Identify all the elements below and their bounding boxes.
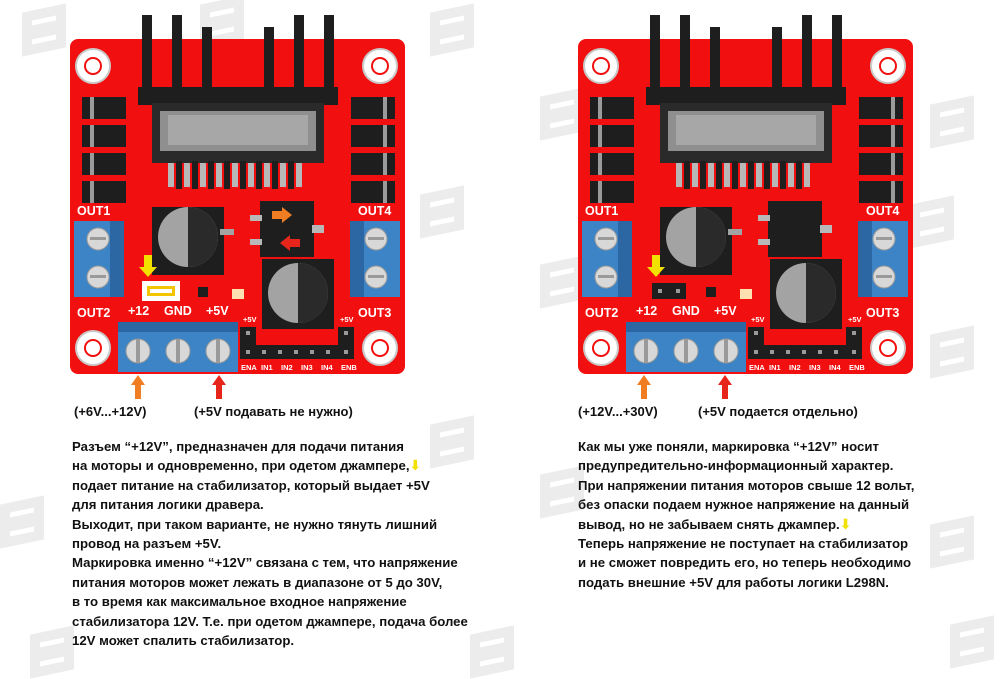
mounting-hole: [583, 48, 906, 366]
label-in2: IN2: [281, 363, 293, 372]
regulator-78m05: [250, 201, 324, 257]
arrow-yellow-icon: [647, 255, 665, 277]
heatsink: [138, 15, 338, 105]
text-line: предупредительно-информационный характер…: [578, 458, 894, 474]
caption-voltage-left: (+6V...+12V): [74, 404, 147, 419]
pin-header: [240, 327, 354, 359]
board-left: OUT1 OUT4 OUT2 OUT3: [70, 15, 405, 374]
arrow-down-icon: ⬇: [839, 515, 852, 532]
label-in4: IN4: [829, 363, 842, 372]
label-in4: IN4: [321, 363, 334, 372]
label-out4: OUT4: [358, 204, 391, 218]
l298n-chip: [660, 103, 832, 189]
description-left: Разъем “+12V”, предназначен для подачи п…: [72, 437, 468, 650]
label-out1: OUT1: [77, 204, 110, 218]
heatsink: [646, 15, 846, 105]
caption-5v-left: (+5V подавать не нужно): [194, 404, 353, 419]
capacitor-1: [660, 207, 742, 275]
label-ena: ENA: [749, 363, 765, 372]
arrow-down-icon: ⬇: [409, 457, 422, 474]
l298n-chip: [152, 103, 324, 189]
text-line: стабилизатора 12V. Т.е. при одетом джамп…: [72, 613, 468, 629]
mounting-hole: [75, 48, 398, 366]
text-line: 12V может спалить стабилизатор.: [72, 633, 295, 649]
label-enb: ENB: [341, 363, 357, 372]
text-line: Разъем “+12V”, предназначен для подачи п…: [72, 439, 404, 454]
arrow-yellow-icon: [139, 255, 157, 277]
label-in1: IN1: [769, 363, 781, 372]
board-right: OUT1 OUT4 OUT2 OUT3 +12 GND +5V: [578, 15, 913, 374]
text-line: и не сможет повредить его, но теперь нео…: [578, 555, 912, 571]
label-12v: +12: [128, 304, 149, 318]
label-ena: ENA: [241, 363, 257, 372]
text-line: для питания логики дравера.: [72, 497, 264, 513]
label-out3: OUT3: [358, 306, 391, 320]
text-line: Теперь напряжение не поступает на стабил…: [578, 536, 909, 552]
label-gnd: GND: [672, 304, 700, 318]
regulator-78m05: [758, 201, 832, 257]
arrow-orange-icon: [637, 375, 651, 399]
label-in3: IN3: [809, 363, 821, 372]
text-line: Маркировка именно “+12V” связана с тем, …: [72, 555, 458, 571]
caption-5v-right: (+5V подается отдельно): [698, 404, 858, 419]
label-out2: OUT2: [77, 306, 110, 320]
label-in2: IN2: [789, 363, 801, 372]
text-line: Выходит, при таком варианте, не нужно тя…: [72, 516, 438, 532]
label-5v: +5V: [206, 304, 229, 318]
label-out2: OUT2: [585, 306, 618, 320]
terminal-out1-out2: [74, 221, 124, 297]
label-out3: OUT3: [866, 306, 899, 320]
description-right: Как мы уже поняли, маркировка “+12V” нос…: [578, 437, 914, 592]
capacitor-2: [262, 259, 334, 329]
text-line: вывод, но не забываем снять джампер.⬇: [578, 515, 852, 532]
jumper-pins-empty[interactable]: [652, 283, 686, 299]
arrow-orange-icon: [131, 375, 145, 399]
capacitor-2: [770, 259, 842, 329]
text-line: подает питание на стабилизатор, который …: [72, 477, 430, 493]
label-12v: +12: [636, 304, 657, 318]
terminal-out1-out2: [582, 221, 632, 297]
label-5v-pin-a: +5V: [243, 315, 257, 324]
text-line: При напряжении питания моторов свыше 12 …: [578, 477, 915, 493]
label-5v: +5V: [714, 304, 737, 318]
pin-header: [748, 327, 862, 359]
label-enb: ENB: [849, 363, 865, 372]
label-5v-pin-b: +5V: [340, 315, 354, 324]
label-in3: IN3: [301, 363, 313, 372]
arrow-red-icon: [718, 375, 732, 399]
terminal-out3-out4: [350, 221, 400, 297]
text-line: подать внешние +5V для работы логики L29…: [578, 574, 889, 590]
capacitor-1: [152, 207, 234, 275]
jumper-12v[interactable]: [142, 281, 180, 301]
label-5v-pin-a: +5V: [751, 315, 765, 324]
arrow-red-icon: [212, 375, 226, 399]
label-gnd: GND: [164, 304, 192, 318]
text-line: провод на разъем +5V.: [72, 536, 222, 552]
label-5v-pin-b: +5V: [848, 315, 862, 324]
text-line: в то время как максимальное входное напр…: [72, 594, 407, 610]
text-line: на моторы и одновременно, при одетом джа…: [72, 457, 422, 474]
terminal-power: [118, 322, 238, 372]
label-in1: IN1: [261, 363, 273, 372]
terminal-power: [626, 322, 746, 372]
text-line: питания моторов может лежать в диапазоне…: [72, 574, 443, 590]
terminal-out3-out4: [858, 221, 908, 297]
label-out1: OUT1: [585, 204, 618, 218]
caption-voltage-right: (+12V...+30V): [578, 404, 658, 419]
label-out4: OUT4: [866, 204, 899, 218]
text-line: Как мы уже поняли, маркировка “+12V” нос…: [578, 439, 879, 454]
text-line: без опаски подаем нужное напряжение на д…: [578, 497, 910, 513]
